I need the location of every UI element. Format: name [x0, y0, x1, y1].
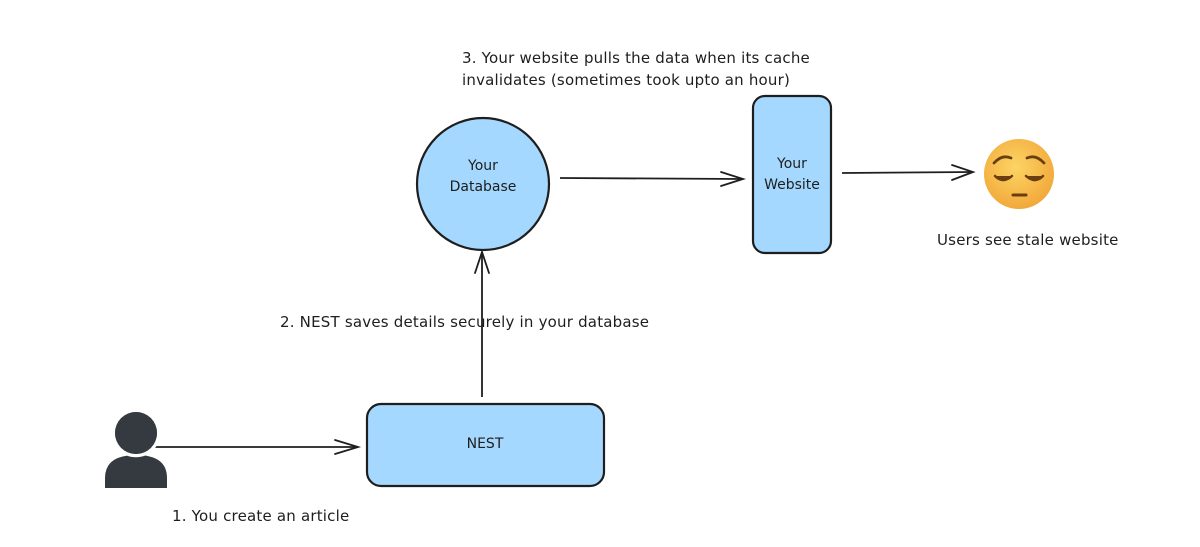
database-node[interactable] [415, 116, 551, 252]
database-label-line1: Your [468, 158, 498, 174]
database-label: Your Database [433, 156, 533, 198]
arrow-nest-to-database [474, 249, 490, 397]
step3-label-line2: invalidates (sometimes took upto an hour… [462, 71, 791, 89]
nest-node[interactable] [365, 402, 606, 488]
pensive-face-icon [984, 139, 1054, 209]
nest-label: NEST [466, 436, 504, 452]
database-label-line2: Database [449, 179, 517, 195]
website-node[interactable] [751, 94, 833, 255]
user-icon [105, 408, 167, 488]
arrow-user-to-nest [155, 439, 362, 455]
arrow-website-to-users [841, 164, 976, 181]
step3-label-line1: 3. Your website pulls the data when its … [462, 49, 810, 67]
step3-label: 3. Your website pulls the data when its … [462, 47, 810, 91]
step1-label: 1. You create an article [172, 507, 350, 525]
step2-label: 2. NEST saves details securely in your d… [280, 313, 650, 331]
outcome-label: Users see stale website [937, 231, 1119, 249]
arrow-database-to-website [559, 171, 746, 187]
website-label-line2: Website [764, 177, 820, 193]
website-label: Your Website [742, 154, 842, 196]
website-label-line1: Your [777, 156, 807, 172]
